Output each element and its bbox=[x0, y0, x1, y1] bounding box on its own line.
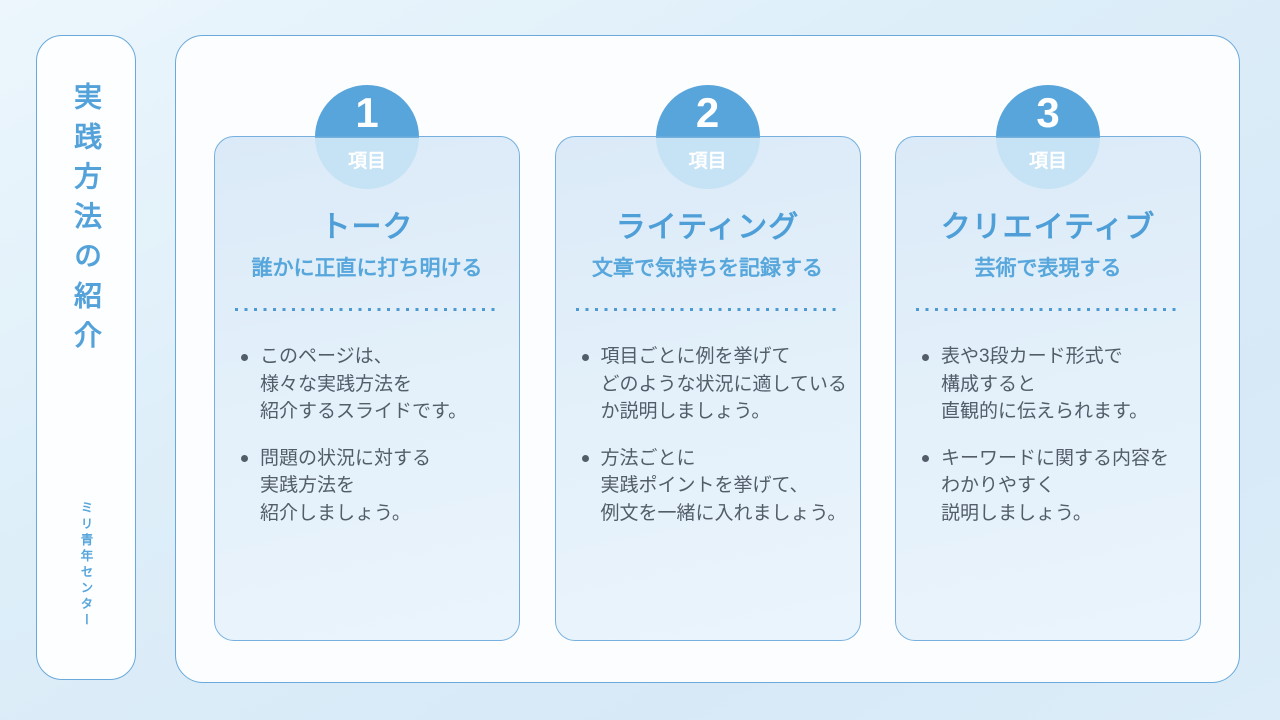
card-title: トーク bbox=[320, 211, 414, 244]
organization-name: ミリ青年センター bbox=[78, 501, 93, 629]
item-badge-label: 項目 bbox=[688, 151, 727, 172]
card-title: ライティング bbox=[615, 211, 800, 244]
item-number: 3 bbox=[1036, 89, 1060, 136]
bullet-item: キーワードに関する内容を わかりやすく 説明しましょう。 bbox=[922, 445, 1194, 528]
bullet-item: このページは、 様々な実践方法を 紹介するスライドです。 bbox=[241, 343, 513, 426]
item-badge-label: 項目 bbox=[347, 151, 386, 172]
card-creative: 3 項目 クリエイティブ 芸術で表現する 表や3段カード形式で 構成すると 直観… bbox=[895, 85, 1201, 641]
item-badge-label: 項目 bbox=[1028, 151, 1067, 172]
bullet-item: 表や3段カード形式で 構成すると 直観的に伝えられます。 bbox=[922, 343, 1194, 426]
item-number-badge: 3 項目 bbox=[996, 85, 1100, 189]
card-subtitle: 芸術で表現する bbox=[974, 257, 1122, 280]
bullet-item: 方法ごとに 実践ポイントを挙げて、 例文を一緒に入れましょう。 bbox=[581, 445, 854, 528]
sidebar: 実践方法の紹介 ミリ青年センター bbox=[36, 35, 136, 680]
content-panel: 1 項目 トーク 誰かに正直に打ち明ける このページは、 様々な実践方法を 紹介… bbox=[175, 35, 1240, 683]
dotted-divider bbox=[916, 308, 1180, 311]
card-subtitle: 誰かに正直に打ち明ける bbox=[251, 257, 483, 280]
bullet-list: 項目ごとに例を挙げて どのような状況に適している か説明しましょう。 方法ごとに… bbox=[556, 343, 860, 527]
card-talk: 1 項目 トーク 誰かに正直に打ち明ける このページは、 様々な実践方法を 紹介… bbox=[214, 85, 520, 641]
item-number: 1 bbox=[355, 89, 379, 136]
dotted-divider bbox=[575, 308, 840, 311]
bullet-item: 問題の状況に対する 実践方法を 紹介しましょう。 bbox=[241, 445, 513, 528]
item-number-badge: 2 項目 bbox=[655, 85, 760, 189]
card-title: クリエイティブ bbox=[940, 211, 1156, 244]
bullet-list: このページは、 様々な実践方法を 紹介するスライドです。 問題の状況に対する 実… bbox=[215, 343, 519, 527]
card-writing: 2 項目 ライティング 文章で気持ちを記録する 項目ごとに例を挙げて どのような… bbox=[554, 85, 861, 641]
bullet-item: 項目ごとに例を挙げて どのような状況に適している か説明しましょう。 bbox=[581, 343, 854, 426]
card-subtitle: 文章で気持ちを記録する bbox=[592, 257, 823, 280]
dotted-divider bbox=[235, 308, 499, 311]
slide-title: 実践方法の紹介 bbox=[71, 82, 102, 361]
bullet-list: 表や3段カード形式で 構成すると 直観的に伝えられます。 キーワードに関する内容… bbox=[896, 343, 1200, 527]
item-number-badge: 1 項目 bbox=[315, 85, 419, 189]
item-number: 2 bbox=[695, 89, 720, 136]
